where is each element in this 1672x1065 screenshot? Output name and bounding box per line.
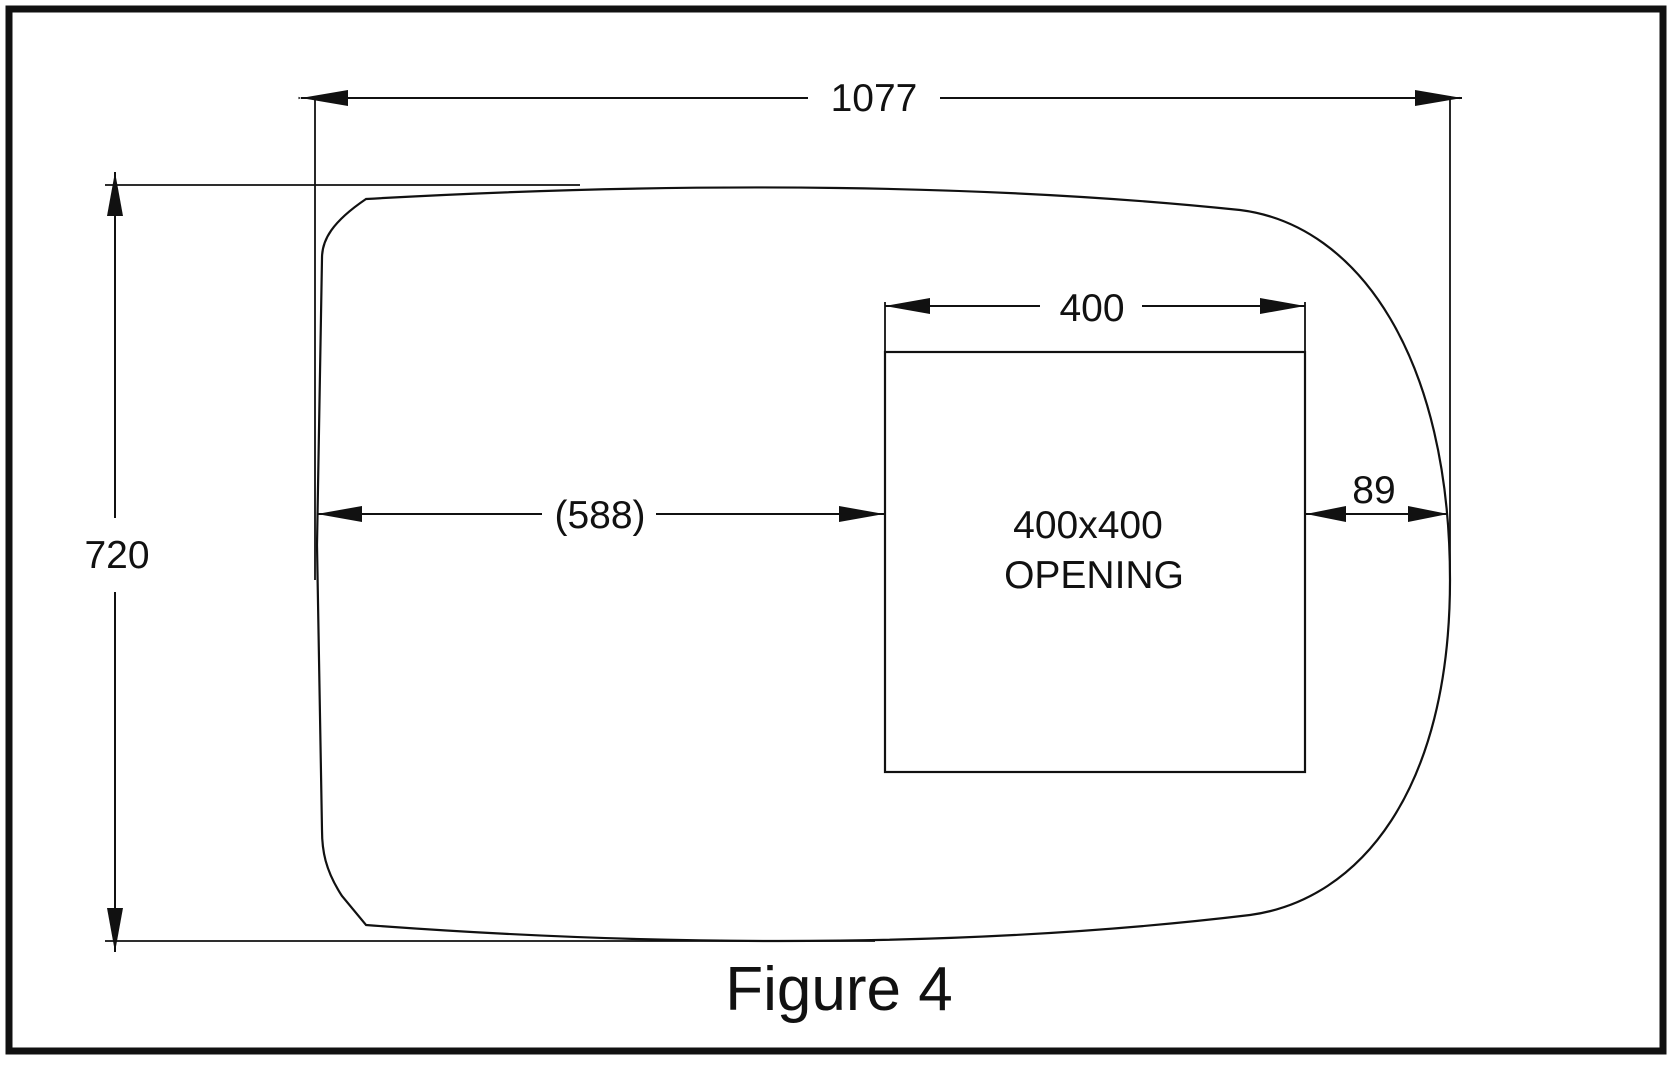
dimension-label-89: 89 bbox=[1352, 469, 1395, 512]
border-frame bbox=[5, 5, 1667, 1055]
hatch-outline bbox=[315, 186, 1452, 943]
dimension-overall-length: 1077 bbox=[298, 77, 1462, 120]
opening-square bbox=[883, 350, 1307, 774]
dimension-label-400: 400 bbox=[1059, 287, 1124, 330]
dimension-overall-width: 720 bbox=[84, 172, 150, 952]
opening-size-label: 400x400 bbox=[1013, 504, 1163, 547]
dimension-label-588: (588) bbox=[554, 494, 645, 537]
dimension-label-720: 720 bbox=[84, 534, 149, 577]
dimension-label-1077: 1077 bbox=[831, 77, 918, 120]
figure-caption: Figure 4 bbox=[725, 955, 952, 1024]
dimension-opening-width: 400 bbox=[885, 287, 1305, 330]
opening-name-label: OPENING bbox=[1004, 554, 1184, 597]
extension-lines bbox=[105, 96, 1451, 942]
dimension-offset-left: (588) bbox=[317, 494, 884, 537]
dimension-offset-right: 89 bbox=[1306, 469, 1448, 522]
